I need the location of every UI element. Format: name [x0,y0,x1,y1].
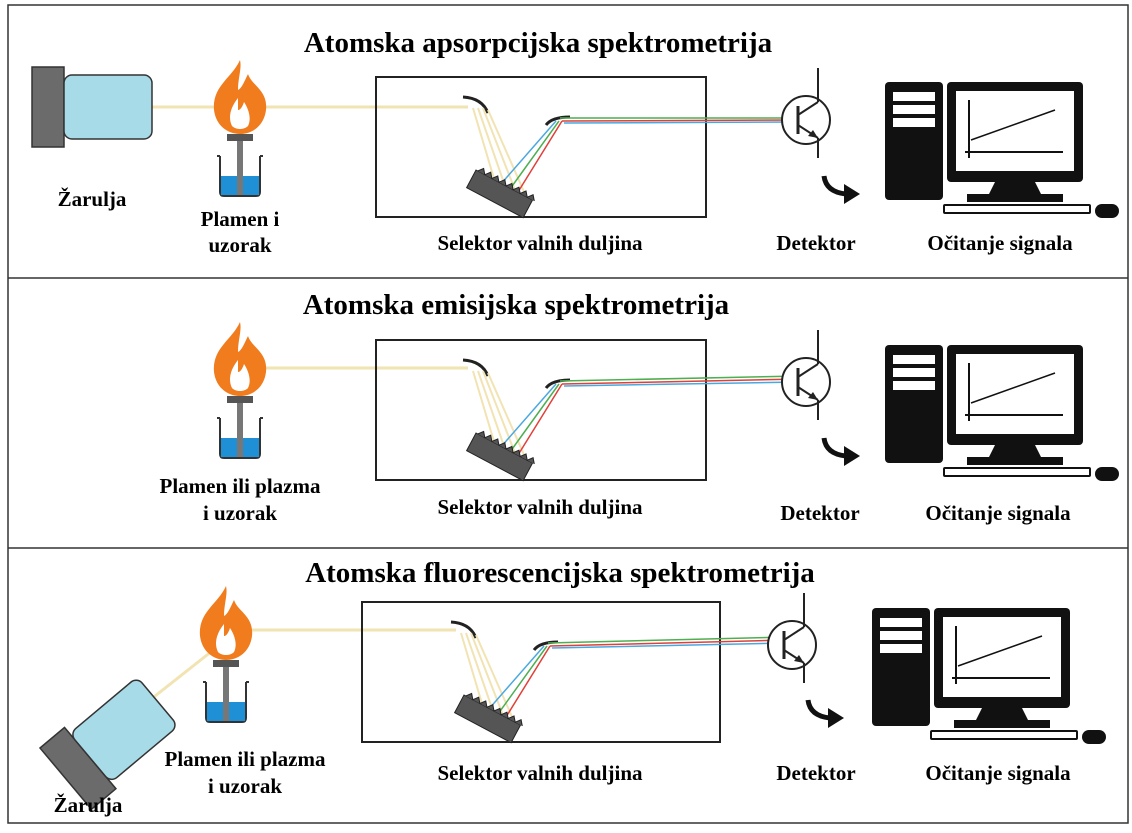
detector-label: Detektor [780,501,859,525]
beaker-icon [216,395,264,459]
lamp-icon [31,66,153,148]
beaker-icon [216,133,264,197]
selector-optics [462,95,801,195]
computer-icon [884,344,1120,482]
source-label: Plamen ili plazma [165,747,326,771]
source-label: Plamen ili plazma [160,474,321,498]
selector-box [375,76,707,218]
selector-box [375,339,707,481]
panel-title: Atomska fluorescencijska spektrometrija [305,557,815,589]
selector-optics [450,620,787,720]
flame-icon [213,322,267,396]
detector-label: Detektor [776,231,855,255]
source-label: Plamen i [201,207,280,231]
selector-optics [462,358,801,458]
readout-label: Očitanje signala [927,231,1073,255]
panel-absorption: Atomska apsorpcijska spektrometrija Žaru… [31,27,1120,257]
panel-emission: Atomska emisijska spektrometrija Plamen … [160,289,1120,525]
selector-label: Selektor valnih duljina [438,231,643,255]
arrow-icon [824,176,860,204]
panel-title: Atomska emisijska spektrometrija [303,289,730,321]
detector-label: Detektor [776,761,855,785]
transistor-detector-icon [780,66,832,160]
panel-fluorescence: Atomska fluorescencijska spektrometrija … [39,557,1107,817]
source-label: i uzorak [208,774,282,798]
selector-label: Selektor valnih duljina [438,495,643,519]
beaker-icon [202,659,250,723]
source-label: uzorak [209,233,272,257]
transistor-detector-icon [766,591,818,685]
flame-icon [199,586,253,660]
readout-label: Očitanje signala [925,501,1071,525]
selector-label: Selektor valnih duljina [438,761,643,785]
computer-icon [871,607,1107,745]
lamp-label: Žarulja [58,187,127,211]
transistor-detector-icon [780,328,832,422]
source-label: i uzorak [203,501,277,525]
panel-title: Atomska apsorpcijska spektrometrija [304,27,773,59]
outer-frame [7,4,1129,824]
arrow-icon [824,438,860,466]
selector-box [361,601,721,743]
lamp-label: Žarulja [54,793,123,817]
flame-icon [213,60,267,134]
computer-icon [884,81,1120,219]
readout-label: Očitanje signala [925,761,1071,785]
arrow-icon [808,700,844,728]
